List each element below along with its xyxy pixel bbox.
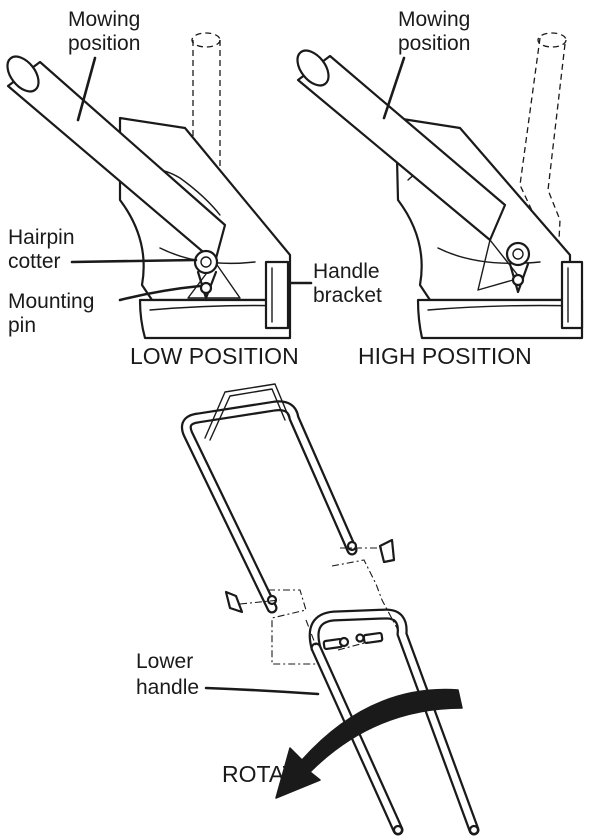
- low-pin-label: Mounting pin: [8, 290, 94, 337]
- svg-text:Mounting: Mounting: [8, 290, 94, 313]
- svg-text:handle: handle: [136, 676, 199, 699]
- bolts: [322, 631, 384, 651]
- low-bracket-label: Handle bracket: [313, 260, 382, 307]
- right-knob: [378, 538, 396, 564]
- svg-text:Lower: Lower: [136, 650, 193, 673]
- low-position-caption: LOW POSITION: [130, 343, 299, 369]
- svg-text:Mowing: Mowing: [398, 8, 470, 31]
- lower-handle: [308, 608, 480, 836]
- svg-text:pin: pin: [8, 314, 36, 337]
- svg-text:cotter: cotter: [8, 250, 61, 273]
- alignment-guides: [239, 547, 399, 665]
- high-mowing-handle: [296, 49, 521, 291]
- low-position-panel: Mowing position Hairpin cotter Mounting …: [6, 8, 382, 369]
- low-mowing-label: Mowing position: [68, 8, 140, 55]
- svg-text:bracket: bracket: [313, 284, 382, 307]
- svg-text:position: position: [68, 32, 140, 55]
- svg-text:Handle: Handle: [313, 260, 380, 283]
- high-mowing-leader: [382, 56, 406, 120]
- low-hairpin-cotter: [193, 249, 219, 300]
- rotate-label: ROTATE: [222, 761, 312, 787]
- low-mowing-leader: [76, 56, 97, 122]
- high-hairpin-cotter: [505, 241, 531, 294]
- upper-handle: [180, 383, 358, 614]
- svg-text:Hairpin: Hairpin: [8, 226, 75, 249]
- low-pin-leader: [118, 284, 202, 302]
- svg-text:Mowing: Mowing: [68, 8, 140, 31]
- lower-handle-label: Lower handle: [136, 650, 199, 699]
- handle-assembly: Lower handle ROTATE: [136, 383, 480, 836]
- low-hairpin-label: Hairpin cotter: [8, 226, 75, 273]
- high-position-caption: HIGH POSITION: [358, 343, 532, 369]
- svg-text:position: position: [398, 32, 470, 55]
- high-mowing-label: Mowing position: [398, 8, 470, 55]
- high-position-panel: Mowing position HIGH POSITION: [296, 8, 584, 369]
- left-knob: [224, 590, 244, 614]
- low-hairpin-leader: [70, 258, 198, 264]
- lower-handle-leader: [204, 686, 320, 696]
- rotate-arrow-icon: [275, 688, 463, 799]
